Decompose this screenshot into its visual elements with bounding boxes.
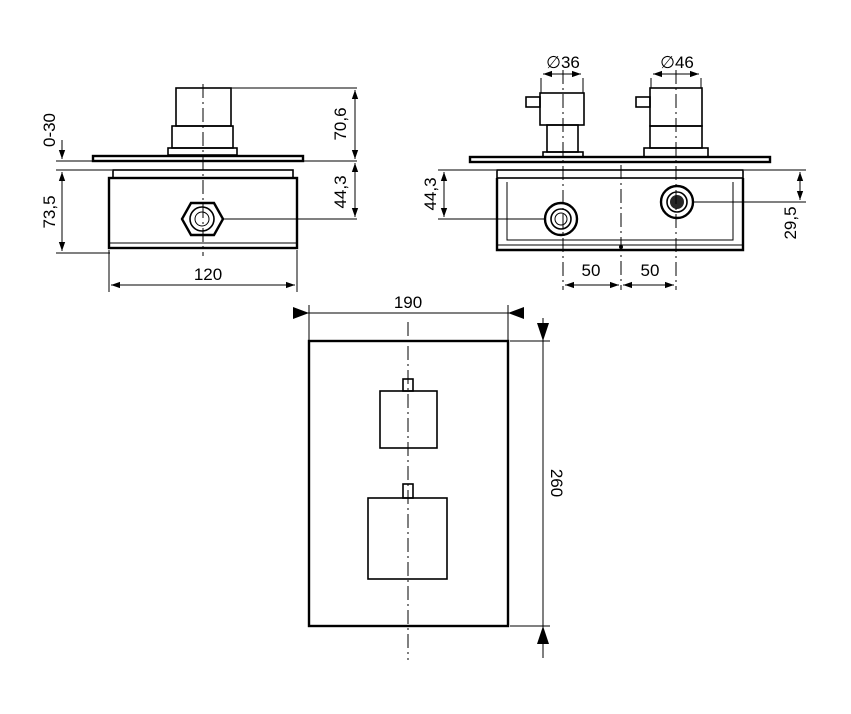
front-view: 190 260 (293, 293, 566, 660)
dim-text-50-left: 50 (582, 261, 601, 280)
dim-text-260: 260 (547, 469, 566, 497)
top-box-top (496, 169, 744, 179)
side-cover-plate (91, 154, 305, 163)
side-view: 70,6 44,3 0-30 73,5 120 (40, 84, 359, 292)
dim-text-44-3-side: 44,3 (331, 175, 350, 208)
dim-text-190: 190 (394, 293, 422, 312)
top-handle-small (525, 92, 585, 158)
dim-text-70-6: 70,6 (331, 107, 350, 140)
dim-text-0-30: 0-30 (40, 113, 59, 147)
top-outlet-fitting-right (659, 184, 695, 220)
top-outlet-fitting-left (543, 201, 579, 237)
dim-text-44-3-top: 44,3 (421, 177, 440, 210)
top-handle-large (635, 87, 709, 158)
dim-text-dia-46: ∅46 (660, 53, 694, 72)
dim-text-dia-36: ∅36 (546, 53, 580, 72)
top-box-body (495, 178, 745, 252)
dim-text-120: 120 (194, 265, 222, 284)
side-outlet-fitting (180, 201, 225, 237)
dim-text-29-5: 29,5 (781, 206, 800, 239)
dim-text-73-5: 73,5 (40, 195, 59, 228)
dim-text-50-right: 50 (641, 261, 660, 280)
top-view: ∅36 ∅46 44,3 29,5 50 50 (421, 53, 806, 290)
top-cover-plate (468, 155, 772, 164)
